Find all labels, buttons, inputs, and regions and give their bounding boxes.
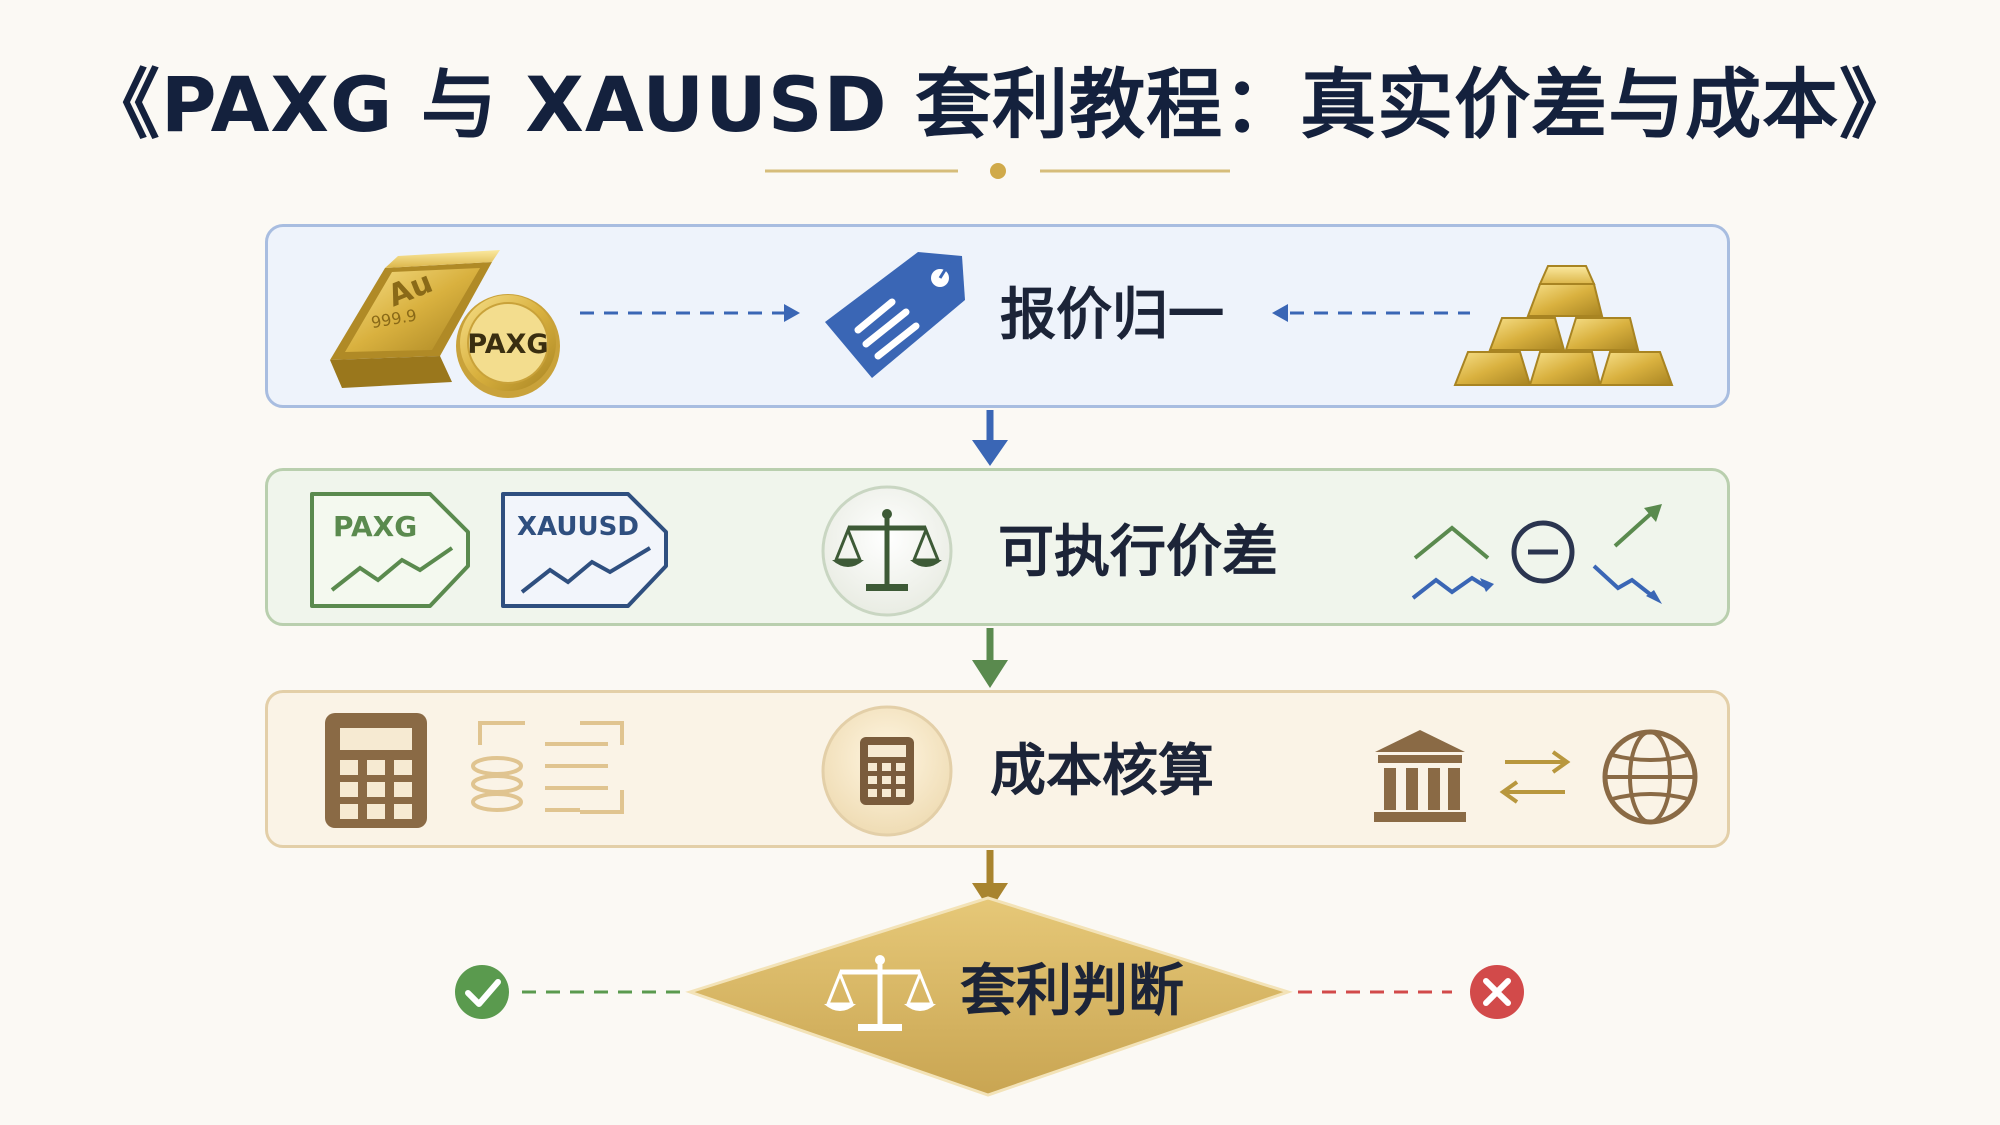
step-panel-cost-accounting: [265, 690, 1730, 848]
step-label-cost-accounting: 成本核算: [990, 739, 1214, 804]
gold-bar-icon: Au 999.9: [330, 250, 500, 388]
step-label-arbitrage-decision: 套利判断: [960, 959, 1184, 1024]
chart-card-2-label: XAUUSD: [517, 512, 639, 542]
paxg-coin-icon: PAXG: [456, 294, 560, 398]
title-divider: [765, 163, 1230, 179]
down-arrow-1: [972, 410, 1008, 466]
chart-card-1-label: PAXG: [333, 510, 417, 543]
step-label-executable-spread: 可执行价差: [998, 520, 1278, 585]
coins-ledger-icon: [471, 721, 624, 814]
calculator-circle-icon: [821, 705, 953, 837]
globe-icon: [1602, 729, 1698, 825]
paxg-chart-card-icon: PAXG: [310, 492, 470, 608]
arrow-right-dashed: [580, 304, 800, 322]
spread-indicators-icon: [1411, 504, 1662, 604]
transfer-arrows-icon: [1499, 750, 1571, 804]
decision-diamond: [685, 896, 1293, 1097]
balance-scale-icon: [821, 485, 953, 617]
check-icon: [455, 965, 509, 1019]
down-arrow-3: [972, 850, 1008, 911]
bank-icon: [1374, 730, 1466, 822]
calculator-large-icon: [325, 713, 427, 828]
page-title: 《PAXG 与 XAUUSD 套利教程：真实价差与成本》: [83, 60, 1917, 149]
step-label-quote-normalization: 报价归一: [1000, 283, 1224, 348]
price-tag-icon: [825, 252, 965, 378]
cross-icon: [1470, 965, 1524, 1019]
down-arrow-2: [972, 628, 1008, 688]
xauusd-chart-card-icon: XAUUSD: [501, 492, 668, 608]
scale-white-icon: [824, 955, 936, 1031]
coin-label: PAXG: [467, 329, 548, 360]
gold-bars-stack-icon: [1453, 265, 1674, 386]
arrow-left-dashed: [1272, 304, 1470, 322]
